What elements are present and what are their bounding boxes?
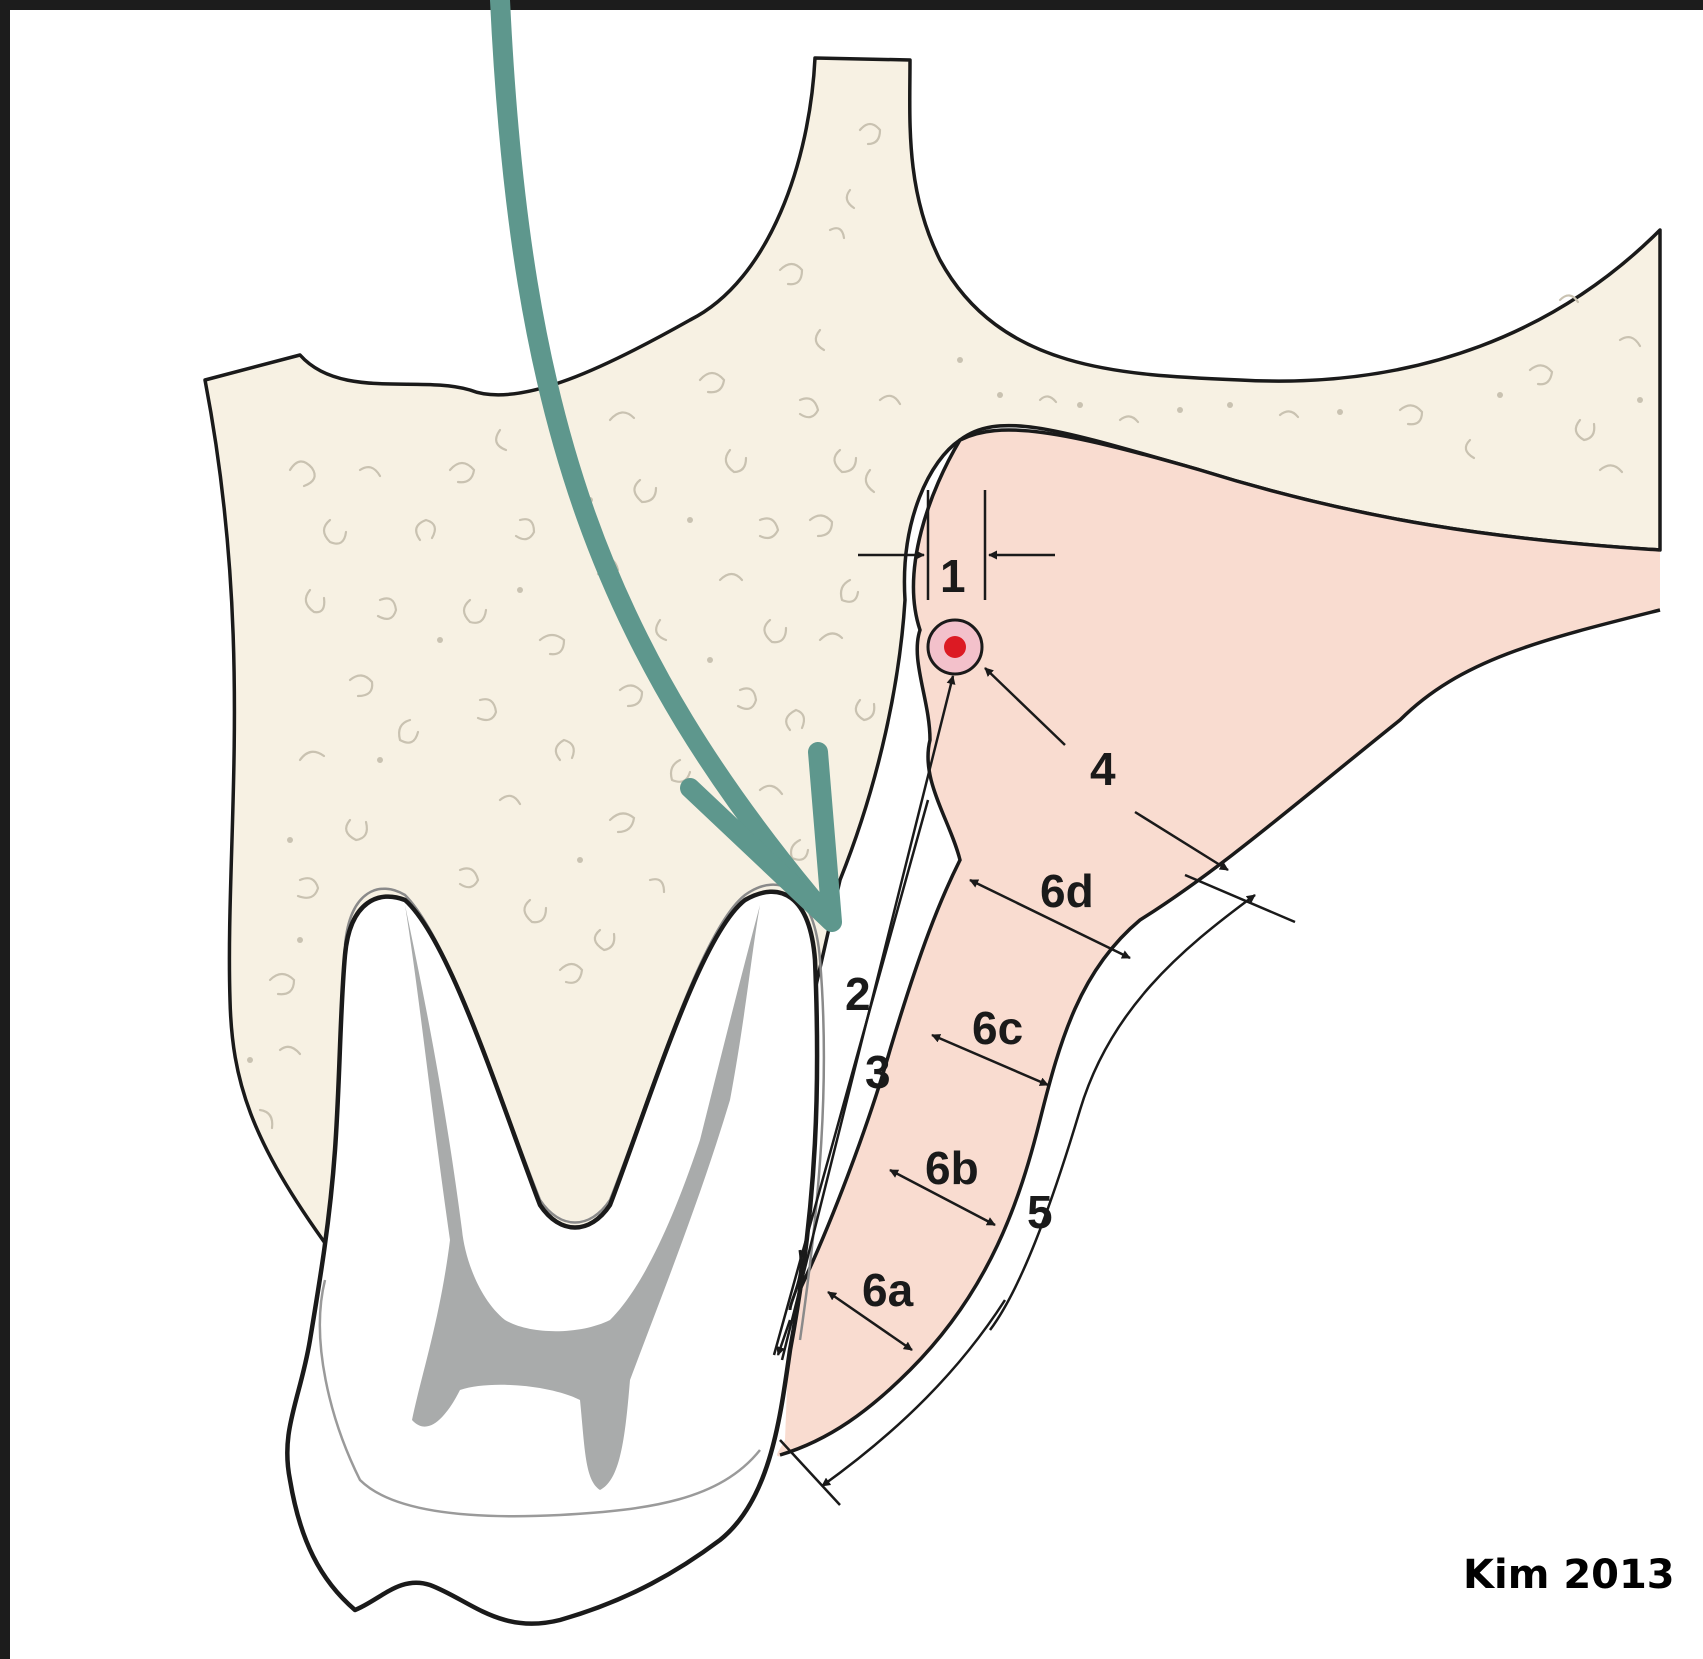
- label-6d: 6d: [1040, 865, 1094, 917]
- credit-text: Kim 2013: [1463, 1552, 1675, 1598]
- label-6b: 6b: [925, 1142, 979, 1194]
- label-5: 5: [1027, 1186, 1053, 1238]
- foramen-icon: [928, 620, 982, 674]
- label-6c: 6c: [972, 1002, 1023, 1054]
- label-1: 1: [940, 550, 966, 602]
- label-3: 3: [865, 1046, 891, 1098]
- label-6a: 6a: [862, 1264, 914, 1316]
- label-2: 2: [845, 968, 871, 1020]
- label-4: 4: [1090, 743, 1116, 795]
